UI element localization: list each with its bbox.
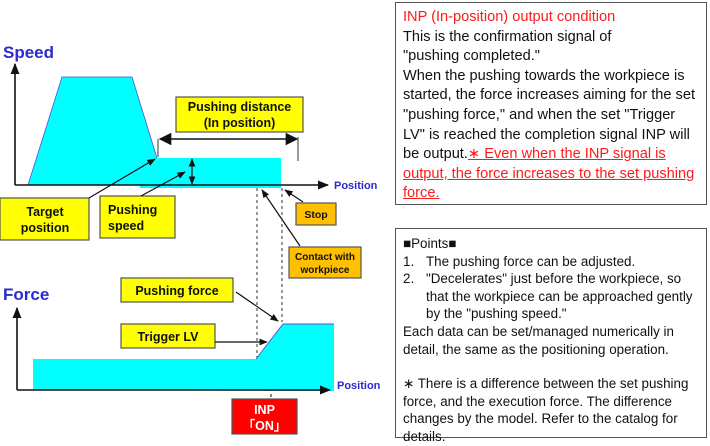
target-position-label-line2: position bbox=[21, 221, 70, 235]
points-item-text: "Decelerates" just before the workpiece,… bbox=[426, 271, 693, 322]
stop-pointer bbox=[284, 189, 304, 203]
points-list-item: 1. The pushing force can be adjusted. bbox=[403, 253, 699, 271]
inp-output-condition-panel: INP (In-position) output condition This … bbox=[395, 2, 707, 205]
force-curve-edge bbox=[255, 323, 334, 360]
points-item-number: 2. bbox=[403, 271, 415, 287]
trigger-lv-label-box bbox=[120, 323, 216, 349]
points-item-text: The pushing force can be adjusted. bbox=[426, 253, 636, 269]
inp-panel-body-text: When the pushing towards the workpiece i… bbox=[403, 67, 696, 163]
pushing-force-pointer bbox=[235, 291, 279, 322]
contact-label-box bbox=[288, 246, 362, 279]
pushing-speed-label-box bbox=[99, 195, 176, 239]
inp-panel-body: When the pushing towards the workpiece i… bbox=[403, 67, 699, 204]
points-panel: ■Points■ 1. The pushing force can be adj… bbox=[395, 228, 707, 444]
force-axis-title: Force bbox=[3, 285, 49, 304]
contact-label-line1: Contact with bbox=[295, 252, 355, 263]
inp-panel-line1: This is the confirmation signal of bbox=[403, 28, 612, 45]
pushing-speed-region bbox=[140, 158, 281, 188]
speed-axis-title: Speed bbox=[3, 43, 54, 62]
points-item-number: 1. bbox=[403, 253, 415, 269]
points-spacer bbox=[403, 358, 699, 375]
target-position-label-line1: Target bbox=[26, 205, 64, 219]
target-position-pointer bbox=[88, 158, 156, 199]
contact-pointer bbox=[261, 189, 301, 247]
inp-on-label-line1: INP bbox=[254, 403, 275, 417]
points-paragraph-2: ∗ There is a difference between the set … bbox=[403, 376, 689, 444]
inp-on-label-line2: 「ON」 bbox=[243, 418, 287, 433]
points-paragraph-1: Each data can be set/managed numerically… bbox=[403, 323, 674, 357]
force-x-axis-label: Position bbox=[337, 380, 381, 392]
inp-panel-title: INP (In-position) output condition bbox=[403, 9, 616, 25]
pushing-speed-label-line1: Pushing bbox=[108, 203, 157, 217]
force-chart: Force Position Pushing force Trigger LV … bbox=[3, 277, 381, 435]
inp-panel-line2: "pushing completed." bbox=[403, 48, 540, 65]
pushing-speed-label-line2: speed bbox=[108, 219, 144, 233]
pushing-speed-pointer bbox=[140, 171, 186, 197]
stop-label-box bbox=[295, 202, 337, 226]
pushing-force-label-box bbox=[120, 277, 234, 303]
trigger-lv-label: Trigger LV bbox=[138, 330, 200, 344]
pushing-distance-label-line1: Pushing distance bbox=[188, 100, 292, 114]
target-position-label-box bbox=[0, 197, 90, 241]
speed-chart: Speed Position Pushing distance (In posi… bbox=[0, 43, 378, 279]
inp-panel-note: ∗ Even when the INP signal is output, th… bbox=[403, 146, 695, 202]
pushing-force-label: Pushing force bbox=[135, 284, 218, 298]
stop-label: Stop bbox=[304, 209, 327, 221]
points-heading: ■Points■ bbox=[403, 236, 457, 251]
points-list-item: 2. "Decelerates" just before the workpie… bbox=[403, 270, 699, 323]
contact-label-line2: workpiece bbox=[300, 265, 350, 276]
pushing-distance-label-line2: (In position) bbox=[204, 116, 276, 130]
speed-x-axis-label: Position bbox=[334, 180, 378, 192]
force-curve-area bbox=[33, 324, 334, 391]
inp-on-signal-box bbox=[231, 398, 298, 435]
pushing-distance-label-box bbox=[175, 96, 304, 133]
